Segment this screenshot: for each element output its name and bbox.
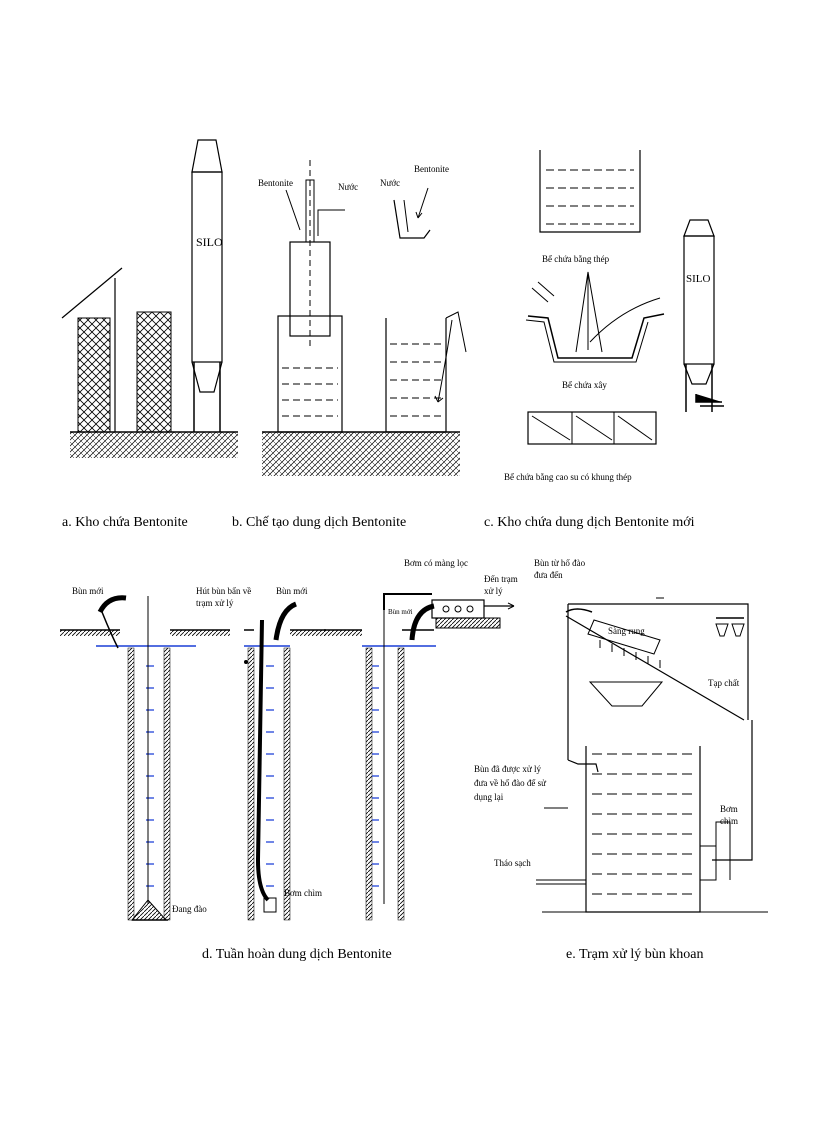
silo-a: SILO [191, 139, 223, 432]
caption-c: c. Kho chứa dung dịch Bentonite mới [484, 515, 695, 530]
trench-1 [60, 595, 230, 921]
caption-a: a. Kho chứa Bentonite [62, 515, 188, 530]
panel-b: Bentonite Nước Nước Bentonite b. Chế tạo… [232, 160, 467, 530]
caption-e: e. Trạm xử lý bùn khoan [566, 947, 703, 962]
submersible-label: Bơm chìm [284, 888, 322, 898]
silo-c: SILO [683, 219, 724, 412]
caption-b: b. Chế tạo dung dịch Bentonite [232, 515, 406, 530]
mud-from-pit-label-1: Bùn từ hố đào [534, 558, 586, 568]
ground-b [262, 432, 460, 476]
pump-label-1: Bơm [720, 804, 738, 814]
steel-tank-label: Bể chứa bằng thép [542, 254, 610, 264]
treated-label-3: dụng lại [474, 792, 504, 802]
panel-e: Bùn từ hố đào đưa đến Sàng rung Tạp chất [474, 558, 768, 962]
pump-label-2: chìm [720, 816, 738, 826]
panel-d: Bùn mới Đang đào Hút bùn bẩn về trạm xử … [60, 558, 518, 962]
bentonite-bale [136, 311, 172, 433]
mixer-tank [277, 160, 345, 433]
to-station-label-1: Đến trạm [484, 574, 518, 584]
digging-label: Đang đào [172, 904, 207, 914]
settling-tank [536, 746, 768, 913]
steel-tank [539, 150, 641, 233]
vibrating-screen-label: Sàng rung [608, 626, 645, 636]
panel-c: Bể chứa bằng thép Bể chứa xây Bể chứa bằ… [484, 150, 724, 530]
impurities-label: Tạp chất [708, 678, 740, 688]
suck-dirty-label-1: Hút bùn bẩn về [196, 586, 251, 596]
silo-label-a: SILO [196, 235, 223, 249]
storage-shed [61, 267, 123, 433]
rubber-tank [527, 411, 657, 445]
fresh-mud-label-3: Bùn mới [388, 608, 413, 616]
rubber-tank-label: Bể chứa bằng cao su có khung thép [504, 472, 632, 482]
fresh-mud-label-1: Bùn mới [72, 586, 104, 596]
filter-pump-label: Bơm có màng lọc [404, 558, 468, 568]
clean-discharge-label: Tháo sạch [494, 858, 531, 868]
feed-detail [393, 187, 431, 239]
trench-3 [324, 593, 515, 921]
masonry-tank [525, 271, 665, 363]
suck-dirty-label-2: trạm xử lý [196, 598, 234, 608]
treated-label-1: Bùn đã được xử lý [474, 764, 542, 774]
to-station-label-2: xử lý [484, 586, 503, 596]
bentonite-label-left: Bentonite [258, 178, 293, 188]
caption-d: d. Tuần hoàn dung dịch Bentonite [202, 947, 392, 962]
water-label-right: Nước [380, 178, 400, 188]
panel-a: SILO a. Kho chứa Bentonite [61, 139, 238, 530]
fresh-mud-label-2: Bùn mới [276, 586, 308, 596]
open-tank [385, 311, 467, 433]
silo-label-c: SILO [686, 273, 711, 285]
ground-a [70, 432, 238, 458]
vibrating-screen [565, 608, 745, 721]
mud-from-pit-label-2: đưa đến [534, 570, 563, 580]
water-label-left: Nước [338, 182, 358, 192]
masonry-tank-label: Bể chứa xây [562, 380, 607, 390]
cyclones [715, 617, 745, 637]
treated-label-2: đưa về hố đào để sử [474, 778, 547, 788]
bentonite-label-right: Bentonite [414, 164, 449, 174]
trench-2 [244, 601, 326, 921]
